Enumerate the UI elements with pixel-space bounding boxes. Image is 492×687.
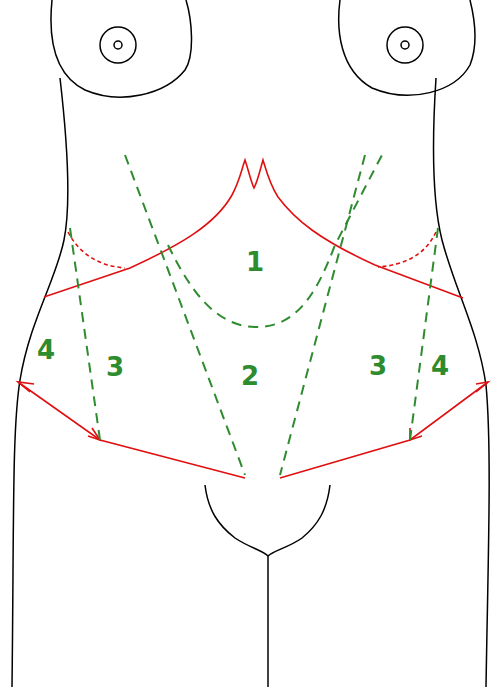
zone-number: 4 bbox=[37, 337, 55, 363]
incision-lines bbox=[18, 160, 488, 478]
zone-number: 3 bbox=[369, 353, 387, 379]
zone-number: 2 bbox=[241, 363, 259, 389]
zone-number: 1 bbox=[246, 249, 264, 275]
zone-number: 4 bbox=[431, 353, 449, 379]
zone-lines bbox=[70, 155, 438, 475]
zone-number: 3 bbox=[106, 354, 124, 380]
body-outline bbox=[12, 0, 489, 687]
